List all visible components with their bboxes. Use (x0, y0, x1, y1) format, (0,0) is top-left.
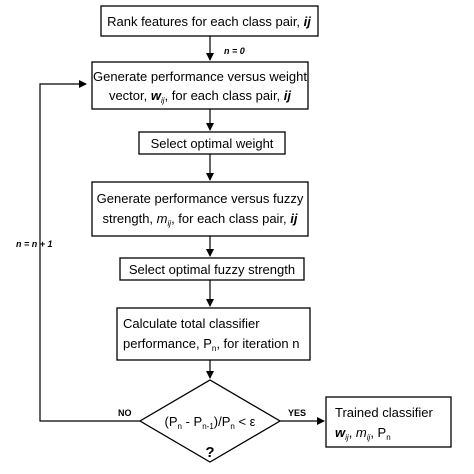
node-generate-weight: Generate performance versus weight vecto… (91, 61, 309, 110)
node-select-weight: Select optimal weight (138, 131, 286, 155)
svg-text:vector, wij, for each class pa: vector, wij, for each class pair, ij (109, 88, 291, 105)
svg-text:Select optimal fuzzy strength: Select optimal fuzzy strength (129, 262, 295, 277)
svg-text:Calculate total classifier: Calculate total classifier (123, 316, 260, 331)
svg-text:strength, mij, for each class: strength, mij, for each class pair, ij (102, 211, 297, 228)
svg-text:Rank features for each class p: Rank features for each class pair, ij (107, 14, 311, 29)
edge-loop-back (39, 80, 140, 422)
label-no: NO (118, 408, 132, 418)
svg-text:Select optimal weight: Select optimal weight (151, 136, 274, 151)
svg-text:Generate performance versus we: Generate performance versus weight (93, 69, 307, 84)
label-yes: YES (288, 408, 306, 418)
node-select-fuzzy: Select optimal fuzzy strength (119, 257, 305, 281)
svg-text:Trained classifier: Trained classifier (335, 405, 433, 420)
svg-text:wij, mij, Pn: wij, mij, Pn (335, 425, 391, 442)
node-decision: (Pn - Pn-1)/Pn < ε ? (138, 379, 282, 463)
svg-text:Generate performance versus fu: Generate performance versus fuzzy (97, 191, 304, 206)
label-n-init: n = 0 (224, 46, 245, 56)
node-generate-fuzzy: Generate performance versus fuzzy streng… (91, 181, 309, 237)
node-trained-classifier: Trained classifier wij, mij, Pn (325, 396, 452, 448)
node-rank-features: Rank features for each class pair, ij (100, 5, 319, 37)
label-n-increment: n = n + 1 (16, 239, 53, 249)
decision-question-mark: ? (205, 444, 214, 461)
svg-text:(Pn - Pn-1)/Pn < ε: (Pn - Pn-1)/Pn < ε (165, 414, 256, 431)
connectors (39, 36, 325, 425)
node-calculate-performance: Calculate total classifier performance, … (116, 307, 311, 361)
svg-text:performance, Pn, for iteration: performance, Pn, for iteration n (123, 336, 299, 353)
